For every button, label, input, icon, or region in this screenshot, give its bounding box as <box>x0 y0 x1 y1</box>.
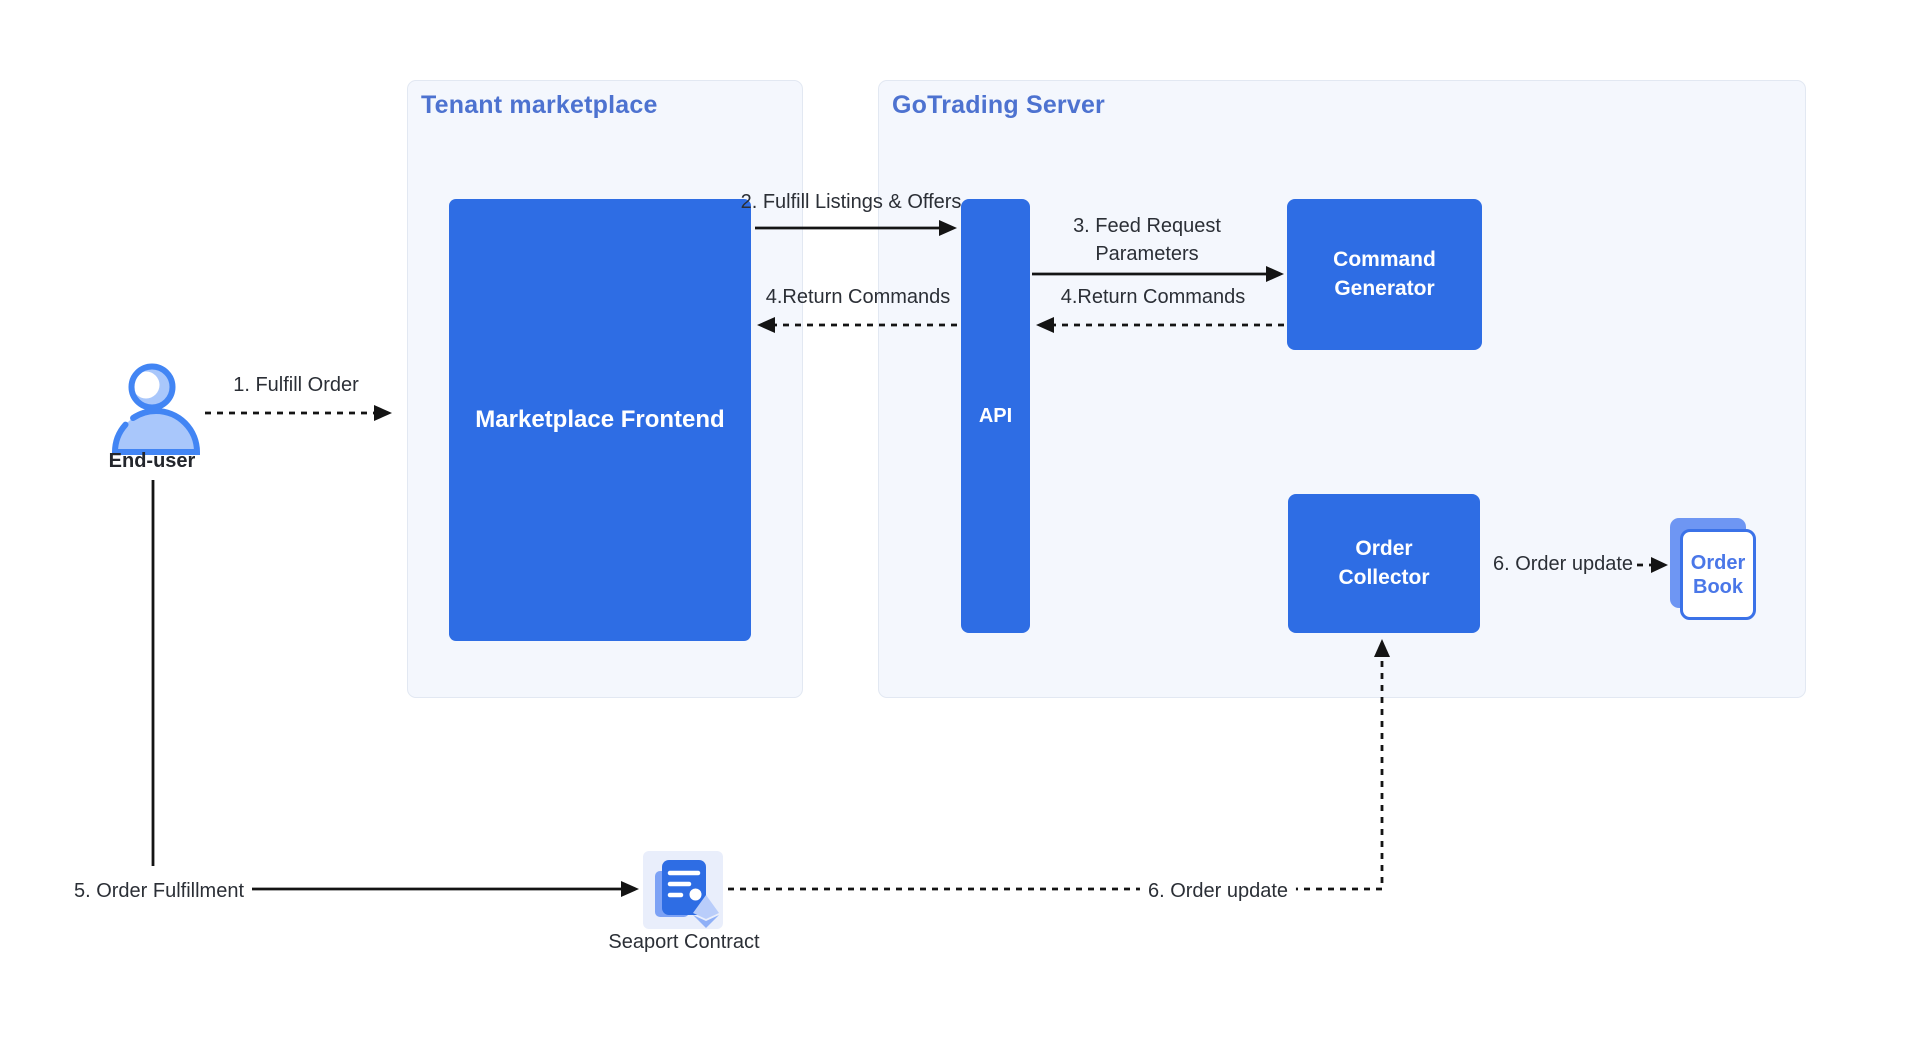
feed-request-parameters-label: 3. Feed Request Parameters <box>1073 212 1221 268</box>
api-label: API <box>978 404 1013 427</box>
marketplace-frontend-label: Marketplace Frontend <box>475 405 725 433</box>
return-commands-left-label: 4.Return Commands <box>765 286 951 308</box>
person-icon <box>111 363 201 455</box>
order-book-label-line2: Book <box>1693 575 1743 598</box>
command-generator-label-line1: Command <box>1333 248 1436 272</box>
order-update-bottom-label: 6. Order update <box>1139 877 1297 905</box>
fulfill-order-label: 1. Fulfill Order <box>233 374 359 396</box>
fulfill-listings-offers-label: 2. Fulfill Listings & Offers <box>740 191 962 213</box>
order-collector-label-line1: Order <box>1355 537 1413 561</box>
order-update-right-label: 6. Order update <box>1492 553 1634 575</box>
seaport-contract-label: Seaport Contract <box>608 931 760 953</box>
order-book-label-line1: Order <box>1690 551 1746 574</box>
order-collector-node: Order Collector <box>1288 494 1480 633</box>
command-generator-node: Command Generator <box>1287 199 1482 350</box>
contract-document-icon <box>643 851 723 929</box>
end-user-label: End-user <box>108 450 196 472</box>
ethereum-diamond-icon <box>693 895 719 928</box>
order-collector-label-line2: Collector <box>1338 565 1430 589</box>
feed-request-label-line1: 3. Feed Request <box>1073 215 1221 237</box>
marketplace-frontend-node: Marketplace Frontend <box>449 199 751 641</box>
feed-request-label-line2: Parameters <box>1095 243 1199 265</box>
api-node: API <box>961 199 1030 633</box>
return-commands-right-label: 4.Return Commands <box>1060 286 1246 308</box>
command-generator-label-line2: Generator <box>1334 276 1435 300</box>
gotrading-server-title: GoTrading Server <box>892 91 1105 119</box>
stacked-cards-icon: Order Book <box>1680 529 1756 620</box>
tenant-marketplace-title: Tenant marketplace <box>421 91 658 119</box>
fulfill-order-arrow <box>205 405 392 421</box>
order-fulfillment-label: 5. Order Fulfillment <box>65 877 253 905</box>
